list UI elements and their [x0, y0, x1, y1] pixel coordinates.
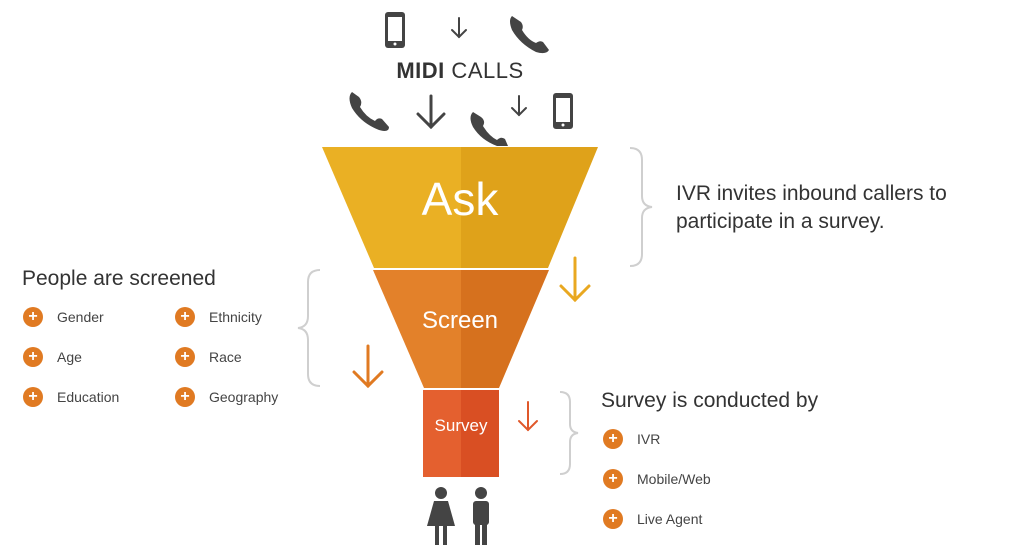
plus-circle-icon: +: [603, 469, 623, 489]
funnel-ask-left: [322, 147, 461, 268]
screened-item: + Race: [175, 347, 242, 367]
screen-label: Screen: [421, 307, 499, 334]
screened-item-label: Geography: [209, 389, 279, 405]
funnel-screen-left: [373, 270, 461, 388]
funnel-screen-right: [461, 270, 549, 388]
person-male-icon: [473, 487, 489, 545]
screened-item: + Geography: [175, 387, 278, 407]
screened-item-label: Race: [209, 349, 242, 365]
screened-item-label: Age: [57, 349, 82, 365]
screened-item: + Age: [23, 347, 82, 367]
screen-down-arrow-icon: [352, 344, 384, 389]
survey-brace-icon: [559, 391, 579, 475]
plus-circle-icon: +: [23, 307, 43, 327]
header-title-light: CALLS: [444, 58, 524, 83]
plus-circle-icon: +: [175, 307, 195, 327]
survey-down-arrow-icon: [518, 401, 538, 432]
survey-by-item-label: Live Agent: [637, 511, 703, 527]
phone-handset-icon: [510, 16, 549, 54]
funnel-survey-right: [461, 390, 499, 477]
down-arrow-icon: [451, 17, 467, 39]
plus-circle-icon: +: [175, 387, 195, 407]
funnel-ask-right: [461, 147, 598, 268]
screened-item-label: Education: [57, 389, 120, 405]
phone-handset-icon: [349, 92, 389, 131]
screened-item-label: Ethnicity: [209, 309, 262, 325]
plus-circle-icon: +: [23, 387, 43, 407]
screened-title: People are screened: [22, 267, 216, 290]
plus-circle-icon: +: [603, 509, 623, 529]
ask-down-arrow-icon: [559, 256, 591, 303]
funnel-survey-left: [423, 390, 461, 477]
screened-item: + Education: [23, 387, 119, 407]
screened-item: + Gender: [23, 307, 104, 327]
phone-mobile-icon: [553, 93, 573, 129]
header-title-bold: MIDI: [396, 58, 445, 83]
phone-handset-icon: [470, 112, 508, 146]
survey-by-item-label: IVR: [637, 431, 661, 447]
header-title: MIDI CALLS: [360, 58, 560, 84]
survey-by-item: + IVR: [603, 429, 660, 449]
survey-by-title: Survey is conducted by: [601, 389, 819, 412]
phone-mobile-icon: [385, 12, 405, 48]
down-arrow-icon: [416, 94, 446, 130]
survey-label: Survey: [434, 416, 488, 435]
screened-item: + Ethnicity: [175, 307, 262, 327]
person-female-icon: [427, 487, 455, 545]
ask-brace-icon: [629, 147, 653, 267]
survey-by-item-label: Mobile/Web: [637, 471, 711, 487]
ask-label: Ask: [421, 173, 499, 225]
plus-circle-icon: +: [603, 429, 623, 449]
screened-item-label: Gender: [57, 309, 104, 325]
screen-brace-icon: [297, 269, 321, 387]
ivr-callout-line1: IVR invites inbound callers to: [676, 182, 947, 205]
survey-by-item: + Mobile/Web: [603, 469, 711, 489]
survey-by-item: + Live Agent: [603, 509, 702, 529]
ivr-callout: IVR invites inbound callers to participa…: [676, 180, 1006, 236]
down-arrow-icon: [511, 95, 527, 117]
plus-circle-icon: +: [23, 347, 43, 367]
ivr-callout-line2: participate in a survey.: [676, 210, 885, 233]
plus-circle-icon: +: [175, 347, 195, 367]
